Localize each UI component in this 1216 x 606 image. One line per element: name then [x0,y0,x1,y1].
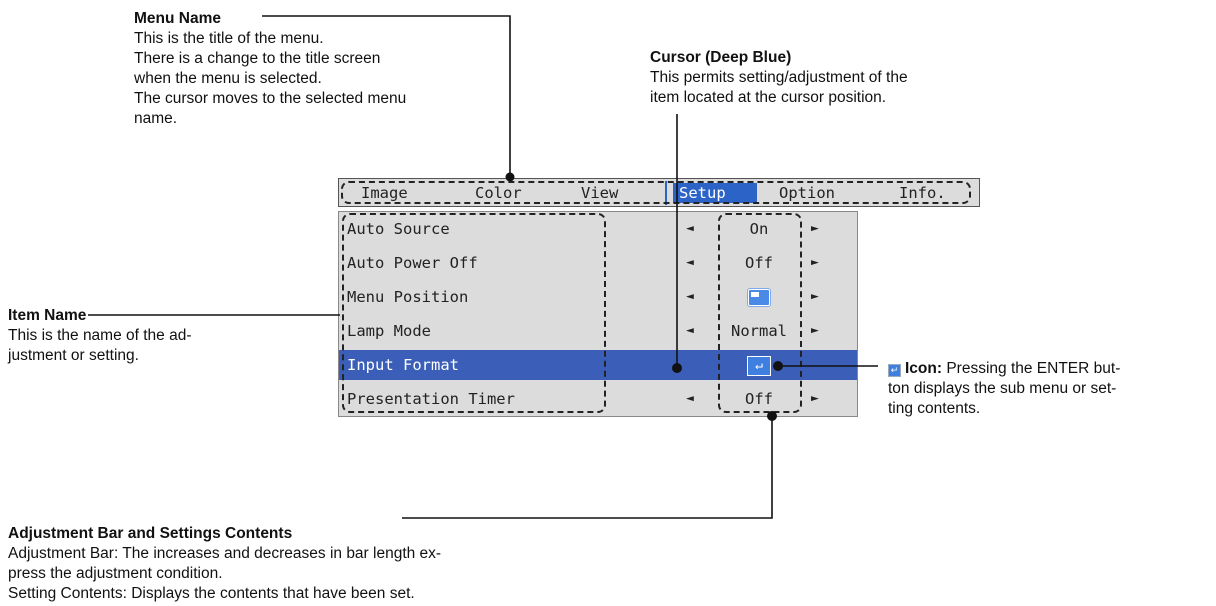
menu-name-highlight [341,181,971,204]
menu-row-value: Off [745,254,773,272]
icon-callout-title: Icon: [905,360,943,377]
settings-contents-highlight [718,213,802,413]
icon-callout-first-line: ↵ Icon: Pressing the ENTER but- [888,359,1120,379]
icon-callout: ↵ Icon: Pressing the ENTER but- ton displ… [888,359,1120,419]
menu-row-label: Auto Source [347,220,450,238]
item-name-highlight [342,213,606,413]
arrow-right-icon[interactable]: ► [811,391,819,406]
arrow-right-icon[interactable]: ► [811,221,819,236]
tab-option[interactable]: Option [779,184,835,202]
menu-row-label: Auto Power Off [347,254,478,272]
cursor-desc-1: This permits setting/adjustment of the [650,69,908,86]
menu-row-auto-power-off[interactable]: Auto Power Off ◄ Off ► [339,248,857,278]
tab-setup[interactable]: Setup [673,183,757,203]
item-name-title: Item Name [8,307,87,324]
arrow-left-icon[interactable]: ◄ [686,221,694,236]
arrow-right-icon[interactable]: ► [811,289,819,304]
enter-icon: ↵ [888,364,901,377]
arrow-left-icon[interactable]: ◄ [686,289,694,304]
cursor-desc-2: item located at the cursor position. [650,89,887,106]
menu-row-lamp-mode[interactable]: Lamp Mode ◄ Normal ► [339,316,857,346]
menu-row-presentation-timer[interactable]: Presentation Timer ◄ Off ► [339,384,857,414]
tab-view[interactable]: View [581,184,619,202]
tab-info[interactable]: Info. [899,184,946,202]
menu-items-panel: Auto Source ◄ On ► Auto Power Off ◄ Off … [338,211,858,417]
menu-row-input-format[interactable]: Input Format ↵ [339,350,857,380]
arrow-right-icon[interactable]: ► [811,323,819,338]
tab-image[interactable]: Image [361,184,408,202]
arrow-left-icon[interactable]: ◄ [686,255,694,270]
icon-callout-text: Pressing the ENTER but- [946,360,1121,377]
adjustment-title: Adjustment Bar and Settings Contents [8,525,293,542]
menu-row-auto-source[interactable]: Auto Source ◄ On ► [339,214,857,244]
menu-name-desc-2: There is a change to the title screen [134,50,381,67]
icon-desc-1: ton displays the sub menu or set- [888,380,1117,397]
item-name-desc-2: justment or setting. [8,347,139,364]
adjustment-leader [402,418,773,519]
menu-row-value [717,282,801,312]
menu-name-desc-3: when the menu is selected. [134,70,322,87]
icon-desc-2: ting contents. [888,400,981,417]
tab-separator [665,181,667,205]
enter-icon[interactable]: ↵ [747,355,771,376]
item-name-callout: Item Name This is the name of the ad- ju… [8,306,192,366]
menu-row-label: Menu Position [347,288,469,306]
menu-row-value: Normal [731,322,787,340]
arrow-left-icon[interactable]: ◄ [686,391,694,406]
item-name-desc-1: This is the name of the ad- [8,327,192,344]
menu-name-desc-1: This is the title of the menu. [134,30,324,47]
menu-row-label: Presentation Timer [347,390,515,408]
menu-row-label: Input Format [347,356,459,374]
cursor-callout: Cursor (Deep Blue) This permits setting/… [650,48,908,108]
menu-row-value: ↵ [717,350,801,380]
adjustment-desc-1: Adjustment Bar: The increases and decrea… [8,545,442,562]
adjustment-desc-3: Setting Contents: Displays the contents … [8,585,415,602]
menu-name-desc-5: name. [134,110,178,127]
menu-name-desc-4: The cursor moves to the selected menu [134,90,407,107]
menu-row-label: Lamp Mode [347,322,431,340]
tab-color[interactable]: Color [475,184,522,202]
adjustment-callout: Adjustment Bar and Settings Contents Adj… [8,524,441,604]
adjustment-desc-2: press the adjustment condition. [8,565,223,582]
arrow-left-icon[interactable]: ◄ [686,323,694,338]
menu-row-value: Off [745,390,773,408]
menu-row-menu-position[interactable]: Menu Position ◄ ► [339,282,857,312]
menu-row-value: On [749,220,769,238]
menu-name-title: Menu Name [134,10,221,27]
monitor-position-icon [748,289,770,306]
arrow-right-icon[interactable]: ► [811,255,819,270]
menu-name-callout: Menu Name This is the title of the menu.… [134,9,406,129]
cursor-title: Cursor (Deep Blue) [650,49,792,66]
